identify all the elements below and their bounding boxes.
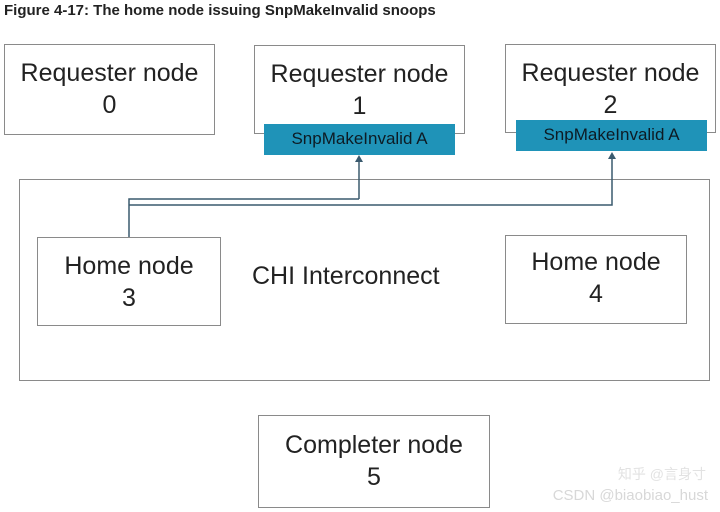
requester-node-0: Requester node 0 bbox=[4, 44, 215, 135]
requester-node-1: Requester node 1 bbox=[254, 45, 465, 134]
completer-node-5-label: Completer node bbox=[285, 431, 463, 459]
snoop-arrowhead-requester-1 bbox=[355, 155, 363, 162]
requester-node-0-number: 0 bbox=[102, 91, 117, 119]
home-node-3-label: Home node bbox=[64, 252, 194, 280]
completer-node-5: Completer node 5 bbox=[258, 415, 490, 508]
watermark-credit: CSDN @biaobiao_hust bbox=[552, 487, 708, 504]
snoop-arrowhead-requester-2 bbox=[608, 152, 616, 159]
home-node-4-number: 4 bbox=[589, 280, 603, 308]
home-node-4: Home node 4 bbox=[505, 235, 687, 324]
home-node-3: Home node 3 bbox=[37, 237, 221, 326]
requester-node-2-label: Requester node bbox=[521, 59, 700, 87]
chi-interconnect-label: CHI Interconnect bbox=[252, 262, 440, 290]
watermark-platform: 知乎 @言身寸 bbox=[617, 466, 706, 482]
requester-node-1-number: 1 bbox=[352, 92, 367, 120]
home-node-3-number: 3 bbox=[122, 284, 136, 312]
requester-node-2: Requester node 2 bbox=[505, 44, 716, 133]
completer-node-5-number: 5 bbox=[367, 463, 381, 491]
snoop-label-requester-1: SnpMakeInvalid A bbox=[264, 124, 455, 155]
figure-title: Figure 4-17: The home node issuing SnpMa… bbox=[4, 2, 436, 19]
home-node-4-label: Home node bbox=[531, 248, 661, 276]
requester-node-1-label: Requester node bbox=[270, 60, 449, 88]
snoop-label-requester-2: SnpMakeInvalid A bbox=[516, 120, 707, 151]
requester-node-0-label: Requester node bbox=[20, 59, 199, 87]
requester-node-2-number: 2 bbox=[603, 91, 618, 119]
